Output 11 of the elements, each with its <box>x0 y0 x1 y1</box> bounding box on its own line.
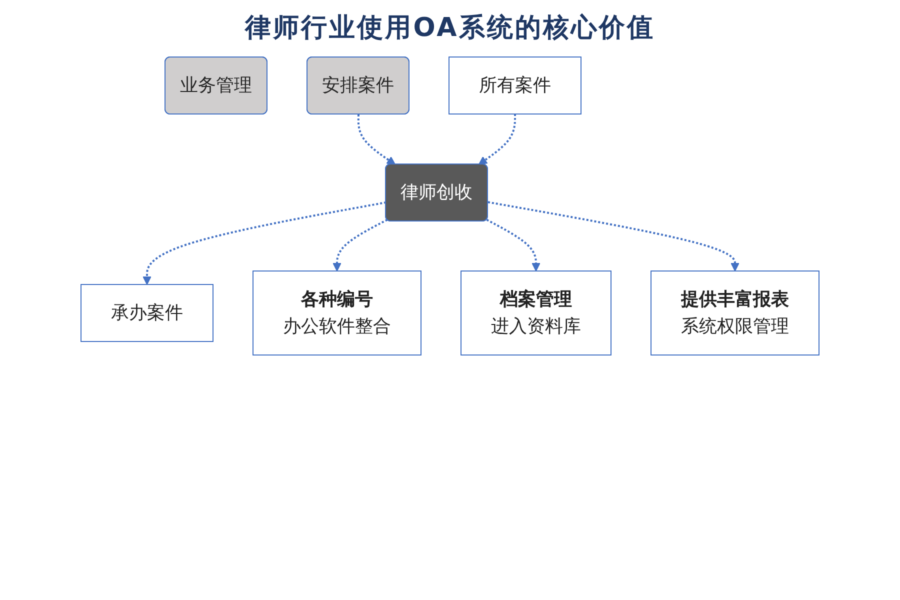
arrow <box>486 218 540 272</box>
node-box: 档案管理 进入资料库 <box>460 270 612 356</box>
arrow <box>357 114 396 165</box>
node-box: 承办案件 <box>80 284 214 342</box>
node-box: 所有案件 <box>448 56 582 114</box>
diagram-title: 律师行业使用OA系统的核心价值 <box>244 12 656 45</box>
arrow <box>488 201 740 272</box>
arrow <box>142 201 386 285</box>
arrow <box>332 218 388 272</box>
arrow <box>478 114 516 165</box>
node-box: 各种编号 办公软件整合 <box>252 270 422 356</box>
